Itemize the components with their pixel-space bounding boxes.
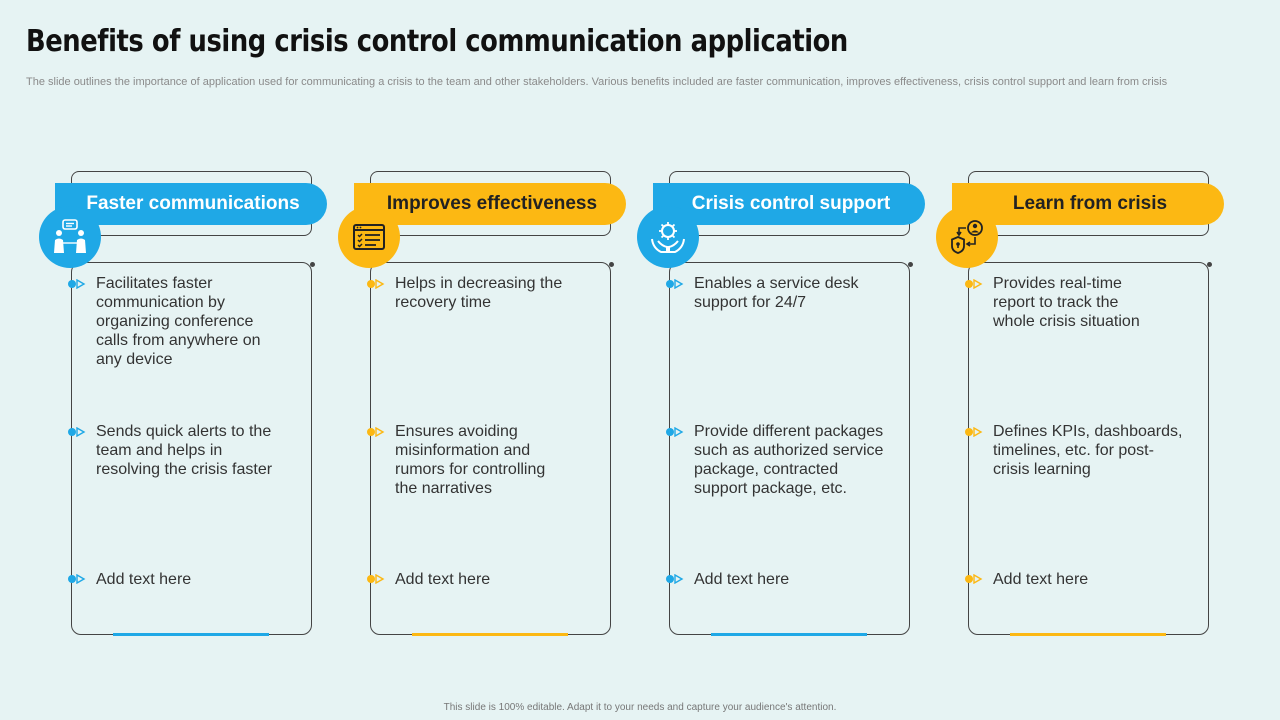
column-title-banner: Learn from crisis <box>952 183 1224 225</box>
bullet-icon <box>68 427 86 437</box>
bullet-icon <box>965 279 983 289</box>
bullet-icon <box>666 279 684 289</box>
benefit-column-learn-from-crisis: Learn from crisis Provides real-time rep… <box>936 170 1252 640</box>
column-accent-bar <box>412 633 568 636</box>
column-accent-bar <box>113 633 269 636</box>
bullet-icon <box>367 279 385 289</box>
benefit-item: Ensures avoiding misinformation and rumo… <box>395 423 546 497</box>
column-accent-bar <box>1010 633 1166 636</box>
benefit-item[interactable]: Add text here <box>395 571 491 588</box>
benefit-item: Provides real-time report to track the w… <box>993 275 1140 330</box>
hands-virus-icon <box>637 206 699 268</box>
page-title: Benefits of using crisis control communi… <box>26 24 848 59</box>
benefit-item[interactable]: Add text here <box>96 571 192 588</box>
benefit-item: Defines KPIs, dashboards, timelines, etc… <box>993 423 1183 478</box>
benefit-item[interactable]: Add text here <box>993 571 1089 588</box>
benefit-item: Facilitates faster communication by orga… <box>96 275 261 368</box>
bullet-icon <box>68 279 86 289</box>
bullet-icon <box>666 574 684 584</box>
frame-dot <box>609 262 614 267</box>
column-accent-bar <box>711 633 867 636</box>
frame-dot <box>1207 262 1212 267</box>
browser-checklist-icon <box>338 206 400 268</box>
benefit-column-improves-effectiveness: Improves effectiveness Helps in decreasi… <box>338 170 654 640</box>
benefit-column-crisis-control-support: Crisis control support Enables a service… <box>637 170 953 640</box>
bullet-icon <box>965 427 983 437</box>
column-title-banner: Faster communications <box>55 183 327 225</box>
benefit-item: Helps in decreasing the recovery time <box>395 275 563 311</box>
column-title-banner: Crisis control support <box>653 183 925 225</box>
bullet-icon <box>666 427 684 437</box>
footer-note: This slide is 100% editable. Adapt it to… <box>443 702 837 713</box>
conference-people-icon <box>39 206 101 268</box>
column-title-banner: Improves effectiveness <box>354 183 626 225</box>
benefit-item: Enables a service desk support for 24/7 <box>694 275 859 311</box>
bullet-icon <box>68 574 86 584</box>
page-subtitle: The slide outlines the importance of app… <box>26 76 1168 88</box>
bullet-icon <box>367 574 385 584</box>
bullet-icon <box>367 427 385 437</box>
benefit-item: Sends quick alerts to the team and helps… <box>96 423 273 478</box>
frame-dot <box>310 262 315 267</box>
frame-dot <box>908 262 913 267</box>
benefit-item[interactable]: Add text here <box>694 571 790 588</box>
shield-process-icon <box>936 206 998 268</box>
benefit-item: Provide different packages such as autho… <box>694 423 884 497</box>
bullet-icon <box>965 574 983 584</box>
benefit-column-faster-communications: Faster communications Facilitates faster… <box>39 170 355 640</box>
